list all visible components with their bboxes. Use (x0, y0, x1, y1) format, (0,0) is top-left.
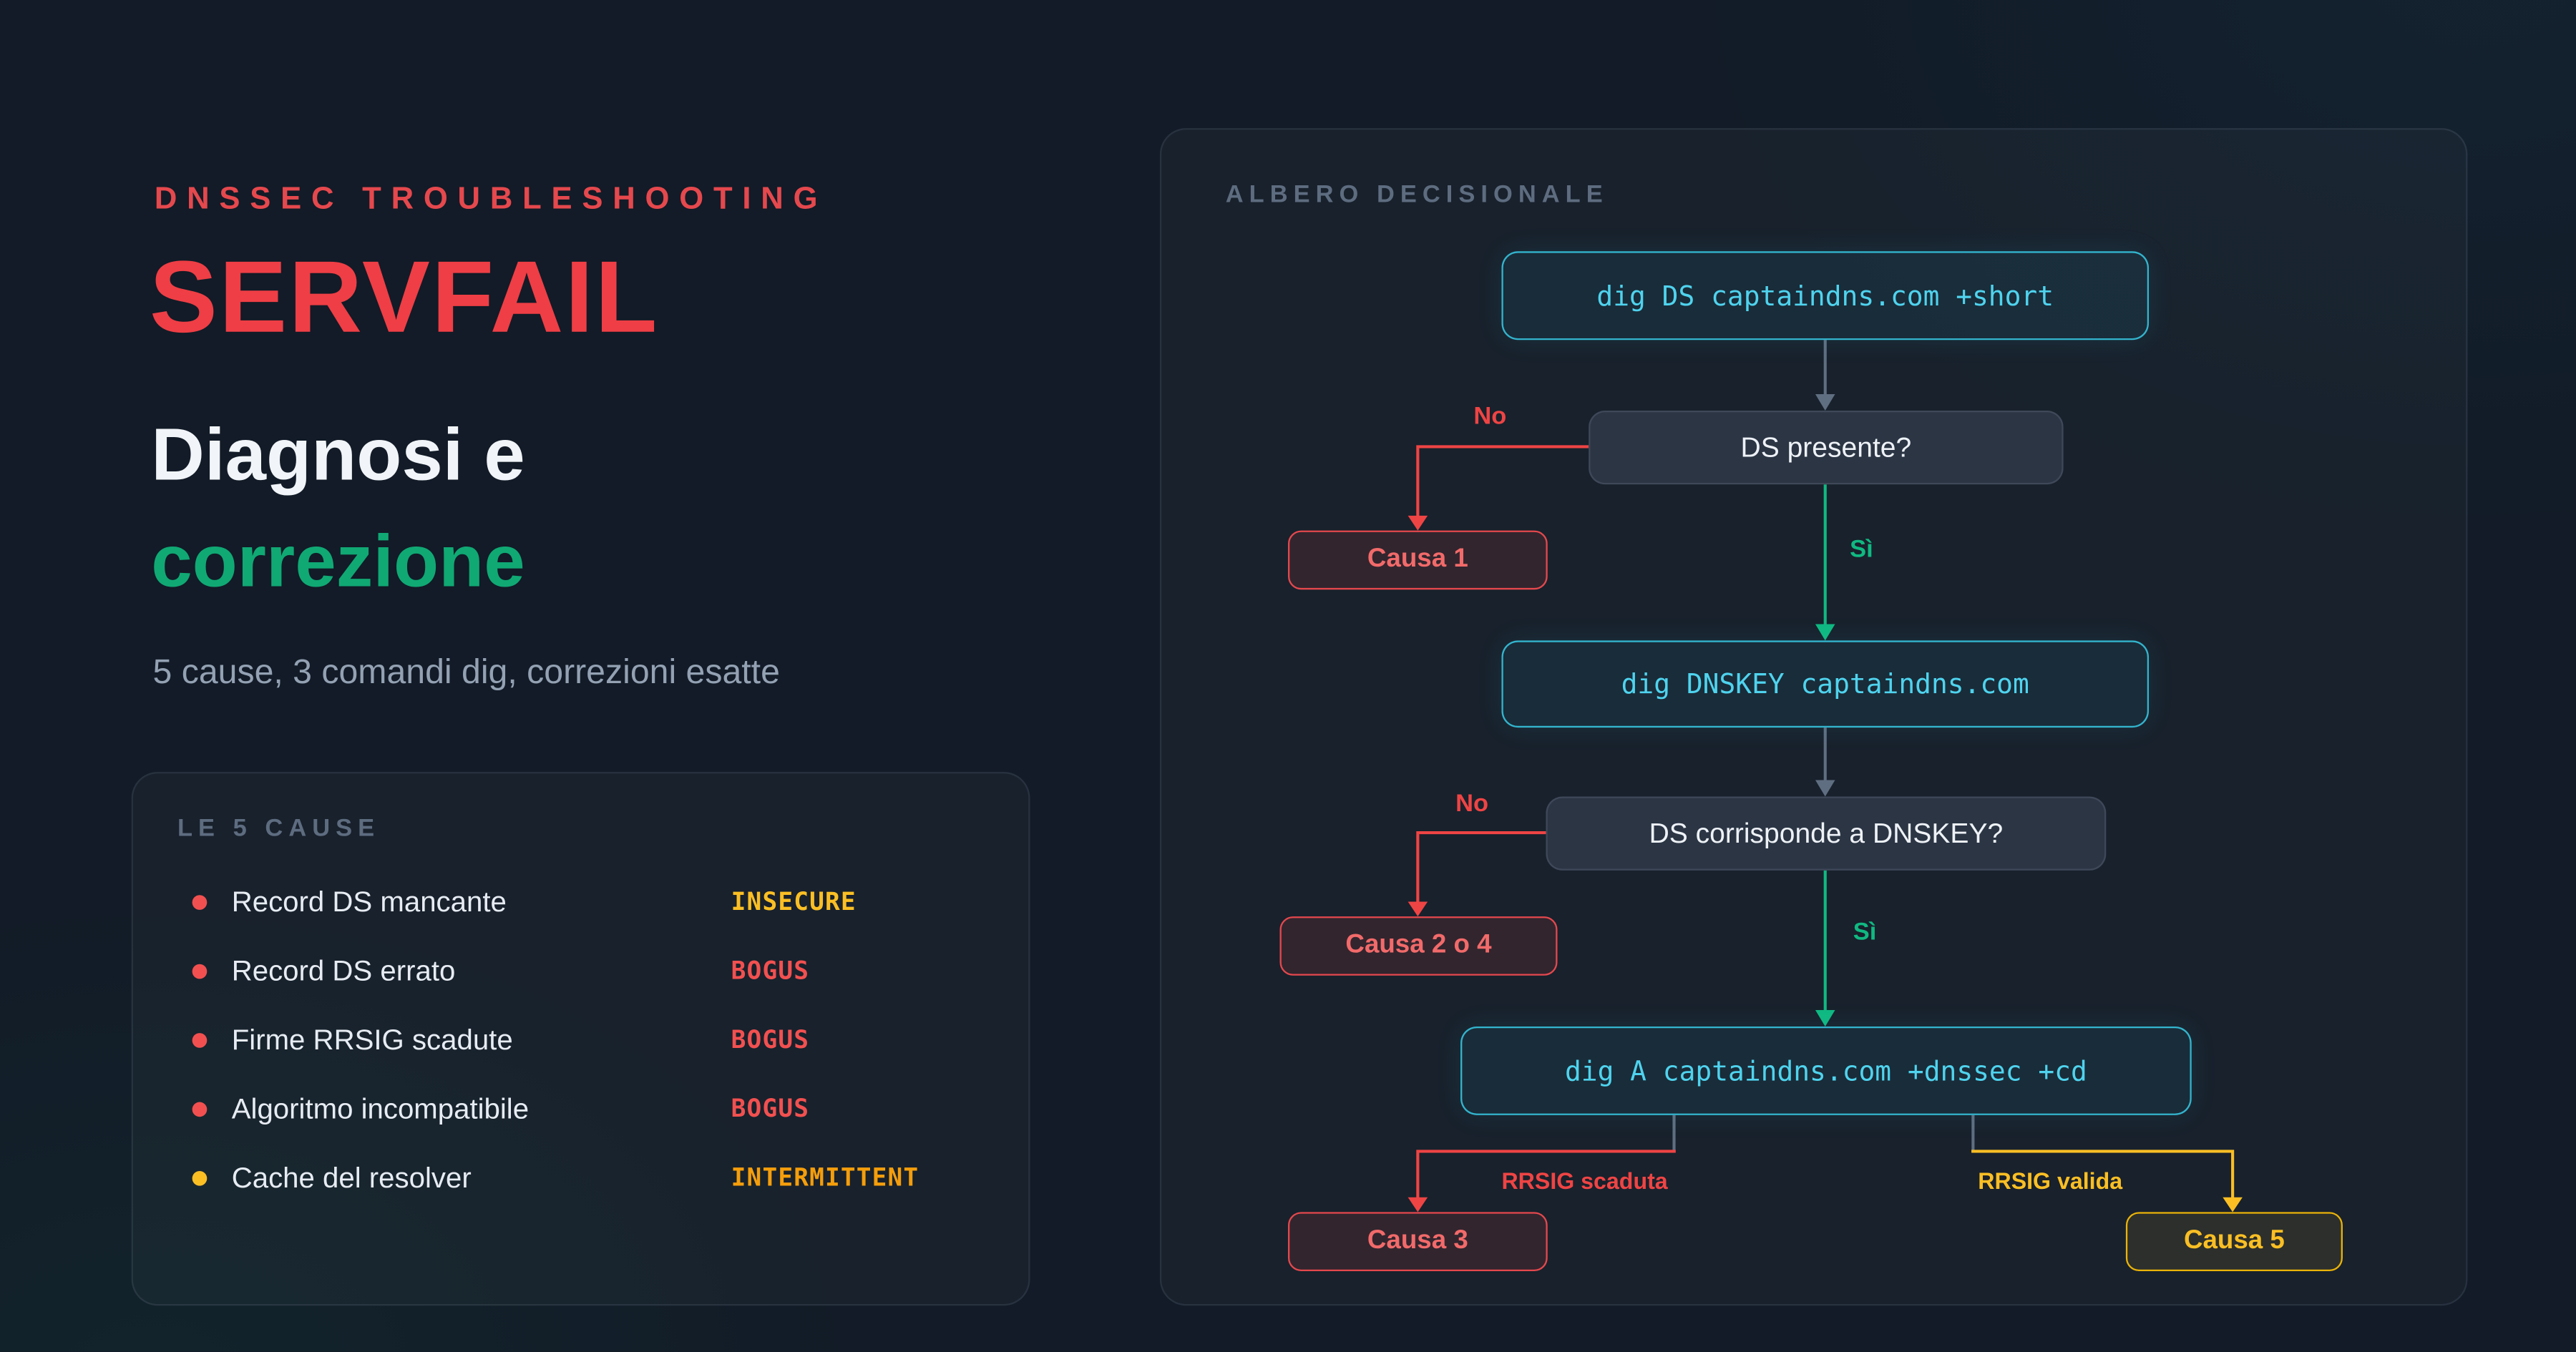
cause-label: Record DS mancante (231, 884, 507, 918)
status-badge: BOGUS (731, 1024, 810, 1054)
branch-label-yes-2: Sì (1853, 918, 1877, 946)
connector-q1-cause1 (1416, 445, 1589, 518)
page-subtitle: Diagnosi e correzione (151, 401, 525, 614)
arrowhead-green-1 (1815, 624, 1835, 641)
decision-tree-card: ALBERO DECISIONALE (1159, 128, 2468, 1306)
causes-card-header: LE 5 CAUSE (177, 814, 381, 843)
subtitle-line-1: Diagnosi e (151, 412, 525, 496)
causes-card: LE 5 CAUSE Record DS mancante INSECURE R… (131, 772, 1030, 1306)
tree-card-header: ALBERO DECISIONALE (1225, 180, 1609, 209)
node-cause-1: Causa 1 (1287, 530, 1548, 590)
branch-label-no-2: No (1455, 790, 1489, 818)
arrowhead-amber-1 (2223, 1197, 2243, 1213)
node-cause-3: Causa 3 (1287, 1212, 1548, 1272)
status-badge: INTERMITTENT (731, 1162, 919, 1192)
node-question-ds-present: DS presente? (1589, 410, 2064, 485)
bullet-dot (192, 963, 208, 979)
cause-label: Firme RRSIG scadute (231, 1022, 513, 1056)
arrowhead-gray-2 (1815, 780, 1835, 797)
node-cause-5: Causa 5 (2125, 1212, 2343, 1272)
bullet-dot (192, 1170, 208, 1185)
branch-label-yes-1: Sì (1850, 535, 1873, 564)
cause-label: Cache del resolver (231, 1160, 472, 1193)
arrowhead-red-3 (1407, 1197, 1428, 1213)
list-item: Algoritmo incompatibile BOGUS (133, 1074, 1028, 1143)
arrowhead-gray-1 (1815, 394, 1835, 411)
node-cause-2-or-4: Causa 2 o 4 (1279, 916, 1558, 976)
page-description: 5 cause, 3 comandi dig, correzioni esatt… (152, 653, 780, 692)
connector-q2-cause24 (1416, 831, 1546, 903)
list-item: Firme RRSIG scadute BOGUS (133, 1005, 1028, 1074)
branch-label-no-1: No (1473, 402, 1507, 431)
node-question-ds-matches-dnskey: DS corrisponde a DNSKEY? (1546, 796, 2107, 871)
status-badge: BOGUS (731, 956, 810, 986)
node-command-dig-dnskey: dig DNSKEY captaindns.com (1501, 640, 2150, 728)
node-command-dig-ds: dig DS captaindns.com +short (1501, 251, 2150, 341)
status-badge: INSECURE (731, 886, 857, 917)
list-item: Record DS errato BOGUS (133, 936, 1028, 1005)
bullet-dot (192, 1101, 208, 1117)
branch-label-rrsig-valid: RRSIG valida (1978, 1167, 2123, 1195)
bullet-dot (192, 894, 208, 909)
kicker: DNSSEC TROUBLESHOOTING (154, 182, 828, 217)
arrowhead-red-1 (1407, 515, 1428, 531)
subtitle-line-2: correzione (151, 519, 525, 603)
node-command-dig-a-dnssec: dig A captaindns.com +dnssec +cd (1460, 1026, 2192, 1115)
arrowhead-green-2 (1815, 1009, 1835, 1027)
causes-list: Record DS mancante INSECURE Record DS er… (133, 867, 1028, 1212)
list-item: Cache del resolver INTERMITTENT (133, 1143, 1028, 1212)
status-badge: BOGUS (731, 1094, 810, 1124)
list-item: Record DS mancante INSECURE (133, 867, 1028, 936)
bullet-dot (192, 1032, 208, 1047)
page-title: SERVFAIL (149, 241, 659, 355)
branch-label-rrsig-expired: RRSIG scaduta (1501, 1167, 1668, 1195)
arrowhead-red-2 (1407, 901, 1428, 917)
cause-label: Algoritmo incompatibile (231, 1091, 530, 1125)
cause-label: Record DS errato (231, 953, 456, 986)
